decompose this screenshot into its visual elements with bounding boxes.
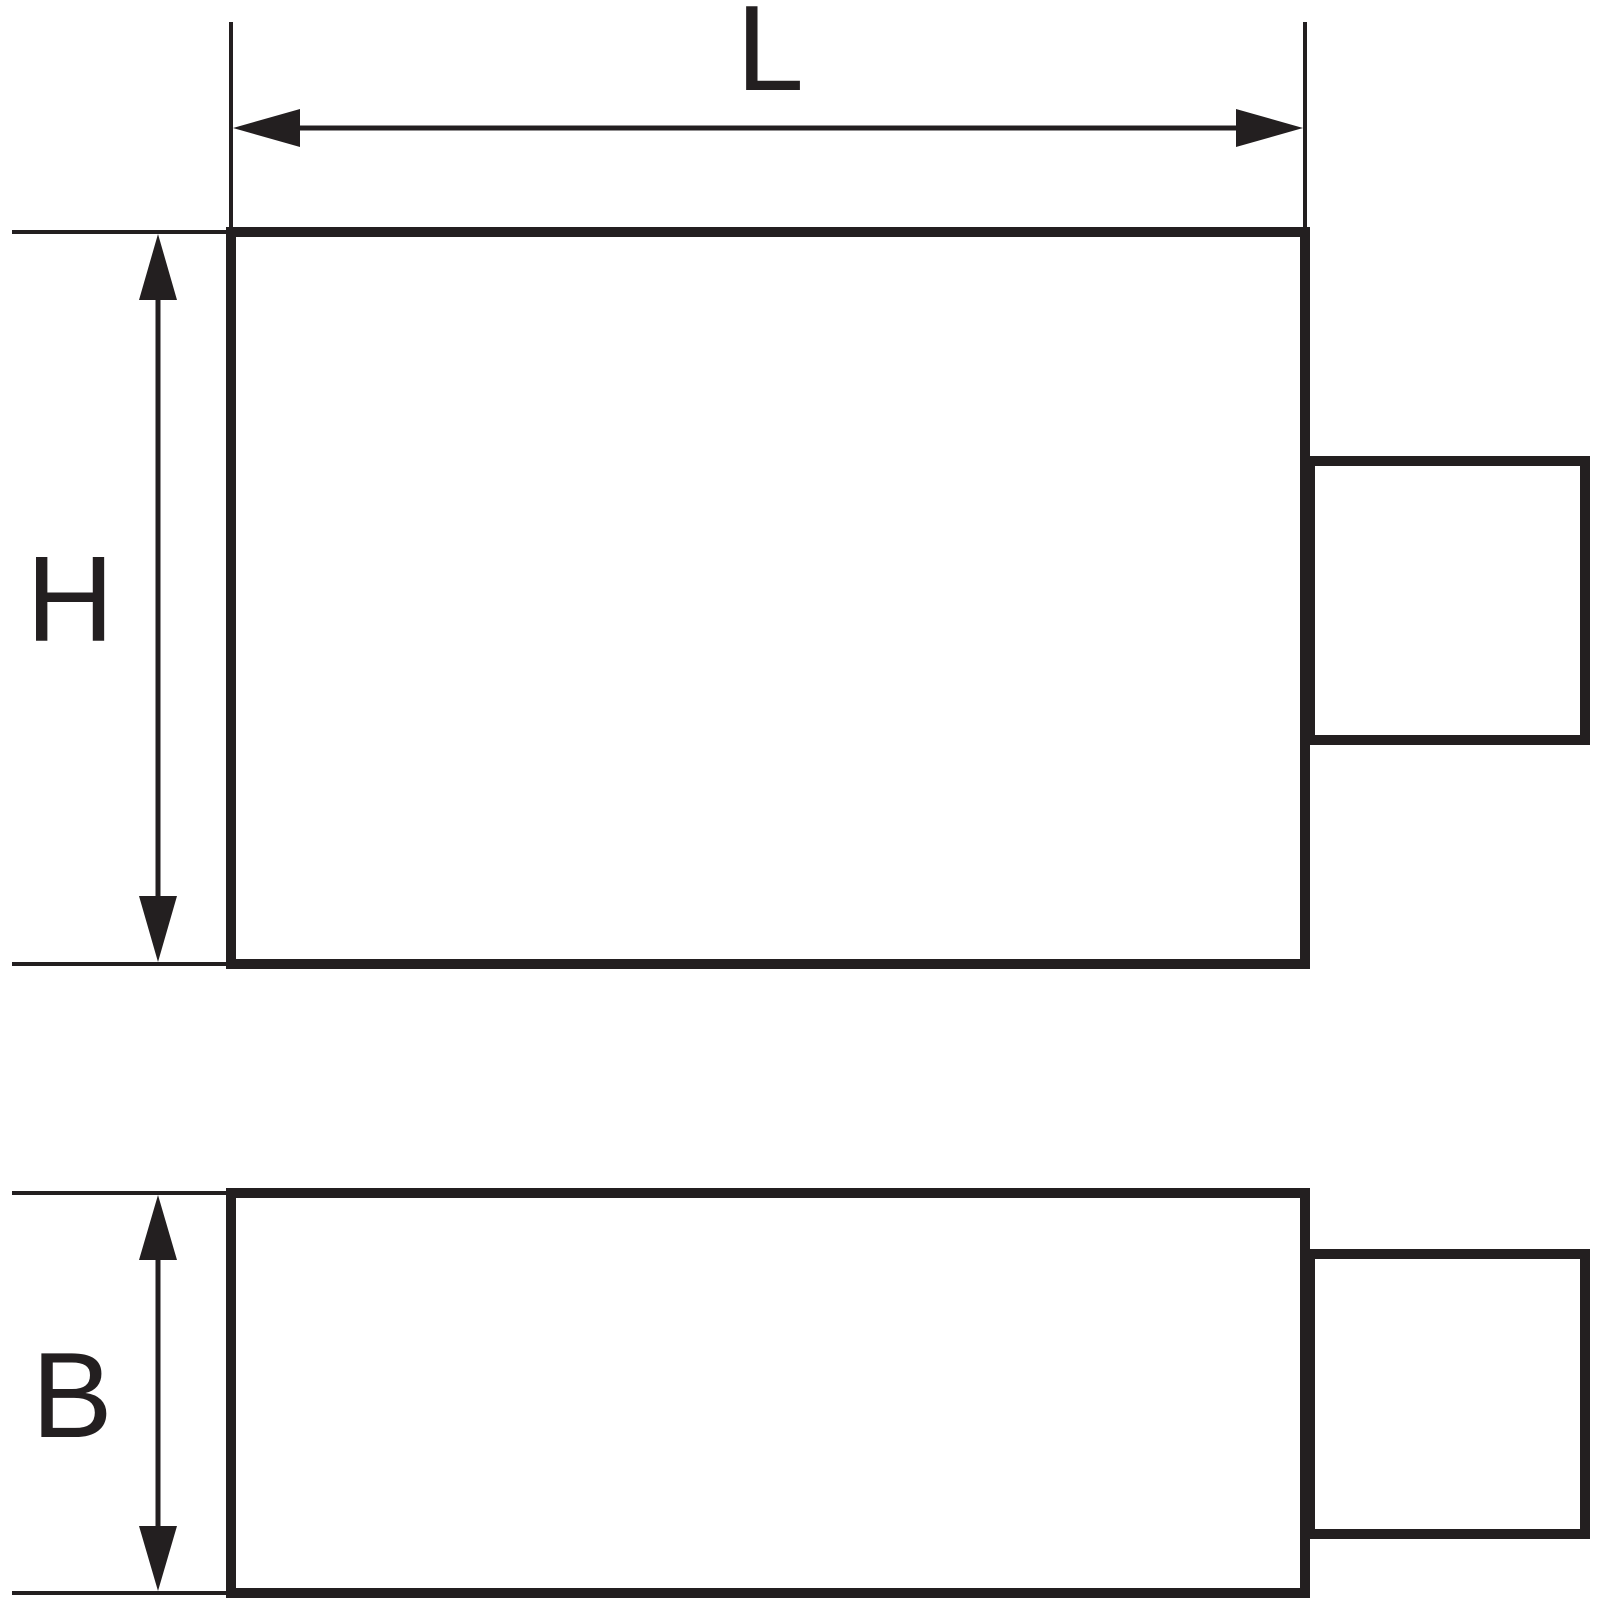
height-dimension: H — [12, 230, 226, 966]
length-label: L — [736, 0, 804, 116]
width-arrowhead-bottom — [139, 1526, 177, 1591]
front-view-side-protrusion — [1305, 456, 1590, 745]
width-dimension: B — [12, 1191, 226, 1595]
height-label: H — [26, 531, 114, 667]
length-arrowhead-right — [1236, 109, 1303, 147]
front-view-main-body — [226, 227, 1310, 969]
length-arrowhead-left — [233, 109, 300, 147]
front-view — [226, 227, 1590, 969]
top-view — [226, 1188, 1590, 1598]
height-arrowhead-bottom — [139, 896, 177, 962]
height-arrowhead-top — [139, 234, 177, 300]
top-view-main-body — [226, 1188, 1310, 1598]
length-dimension: L — [229, 0, 1307, 227]
width-arrowhead-top — [139, 1195, 177, 1260]
width-label: B — [31, 1327, 112, 1463]
top-view-side-protrusion — [1305, 1249, 1590, 1539]
